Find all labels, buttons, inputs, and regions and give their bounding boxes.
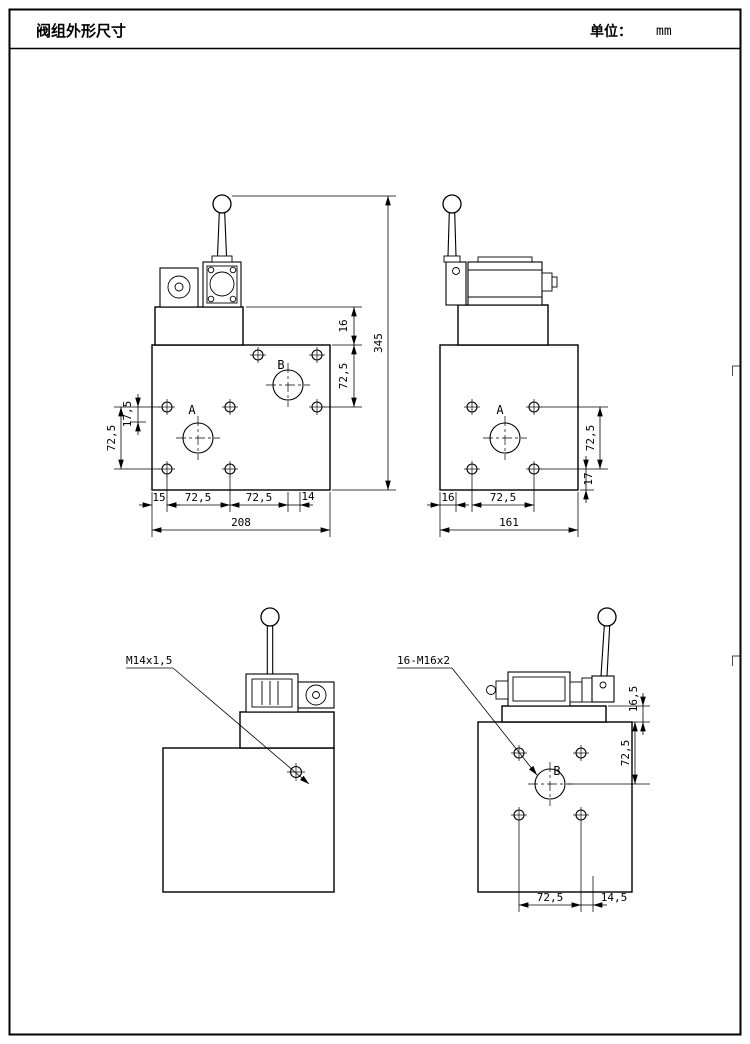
dim-hole-rows: 72,5 — [105, 406, 160, 470]
top-upper-body — [239, 711, 335, 749]
front-mount-plate — [202, 261, 242, 308]
svg-text:17: 17 — [582, 472, 595, 485]
front-coil — [159, 267, 199, 308]
front-main-block — [151, 344, 331, 491]
bolt-hole — [464, 399, 480, 415]
svg-text:17,5: 17,5 — [121, 401, 134, 428]
svg-text:15: 15 — [152, 491, 165, 504]
bolt-hole — [159, 399, 175, 415]
alignment-mark — [732, 365, 741, 376]
svg-text:345: 345 — [372, 333, 385, 353]
rear-port-b-label: B — [553, 764, 560, 778]
side-port-a-label: A — [496, 403, 504, 417]
dim-port-b-offset: 72,5 — [567, 721, 650, 785]
top-main-block — [162, 747, 335, 893]
svg-text:72,5: 72,5 — [537, 891, 564, 904]
svg-text:161: 161 — [499, 516, 519, 529]
thread-label: M14x1,5 — [126, 654, 172, 667]
bolt-hole — [250, 347, 266, 363]
svg-text:208: 208 — [231, 516, 251, 529]
side-solenoid — [467, 256, 558, 306]
bolt-hole — [464, 461, 480, 477]
dim-overall-height: 345 — [232, 195, 396, 491]
front-lever-knob — [212, 194, 232, 214]
page-title: 阀组外形尺寸 — [36, 22, 126, 40]
alignment-mark — [732, 655, 741, 666]
dim-bottom-edge: 17 — [580, 456, 595, 503]
bolt-hole — [222, 399, 238, 415]
svg-text:72,5: 72,5 — [490, 491, 517, 504]
dim-hole-offset: 17,5 — [121, 394, 146, 435]
side-port-a: A — [483, 403, 527, 460]
svg-text:72,5: 72,5 — [584, 425, 597, 452]
bolt-hole — [222, 461, 238, 477]
front-upper-body — [154, 306, 244, 346]
svg-text:14,5: 14,5 — [601, 891, 628, 904]
bolt-hole — [309, 399, 325, 415]
top-lever-knob — [260, 607, 280, 627]
bolt-hole — [526, 461, 542, 477]
dim-bottom-chain: 72,5 14,5 — [518, 823, 628, 912]
bolt-hole — [573, 807, 589, 823]
bolt-hole — [573, 745, 589, 761]
side-main-block — [439, 344, 579, 491]
side-connector — [541, 272, 553, 292]
front-view: B A 345 16 7 — [105, 194, 396, 537]
dim-bottom-chain: 15 72,5 72,5 14 208 — [139, 476, 331, 537]
rear-solenoid — [486, 671, 593, 707]
rear-port-b: B — [528, 762, 572, 806]
front-port-a: A — [176, 403, 220, 460]
rear-connector — [495, 680, 509, 700]
border-alignment-marks — [732, 365, 741, 666]
svg-text:72,5: 72,5 — [185, 491, 212, 504]
dim-bottom-chain: 16 72,5 161 — [427, 477, 579, 537]
bolt-hole — [526, 399, 542, 415]
svg-text:72,5: 72,5 — [337, 363, 350, 390]
rear-lever — [591, 607, 617, 703]
svg-text:72,5: 72,5 — [246, 491, 273, 504]
svg-text:14: 14 — [301, 490, 315, 503]
side-lever — [442, 194, 467, 306]
top-lever — [260, 607, 280, 674]
side-upper-body — [457, 304, 549, 346]
rear-main-block — [477, 721, 633, 893]
bolt-hole — [309, 347, 325, 363]
unit-value: mm — [656, 24, 672, 39]
thread-callout: M14x1,5 — [126, 654, 310, 785]
front-port-b: B — [266, 358, 310, 407]
unit-label: 单位： — [590, 23, 632, 40]
top-thread-port — [287, 763, 305, 781]
svg-text:72,5: 72,5 — [619, 740, 632, 767]
front-lever — [211, 194, 233, 263]
rear-view: B 16-M16x2 16,5 72,5 72, — [397, 607, 650, 912]
svg-text:16: 16 — [337, 319, 350, 332]
thread-callout: 16-M16x2 — [397, 654, 538, 776]
svg-text:16,5: 16,5 — [627, 686, 640, 713]
rear-upper-body — [501, 705, 607, 723]
front-port-a-label: A — [188, 403, 196, 417]
top-view: M14x1,5 — [126, 607, 335, 893]
top-lever-bracket — [245, 673, 299, 713]
dim-hole-rows: 72,5 — [541, 406, 608, 470]
dim-step: 16 — [246, 306, 362, 346]
svg-text:72,5: 72,5 — [105, 425, 118, 452]
dim-port-b-offset: 72,5 — [324, 344, 362, 408]
bolt-hole — [511, 745, 527, 761]
header: 阀组外形尺寸 单位： mm — [36, 22, 672, 40]
front-port-b-label: B — [277, 358, 284, 372]
bolt-hole — [159, 461, 175, 477]
thread-label: 16-M16x2 — [397, 654, 450, 667]
sheet-border — [8, 8, 742, 1036]
side-view: A 72,5 17 16 — [427, 194, 608, 537]
rear-lever-knob — [597, 607, 617, 627]
bolt-hole — [511, 807, 527, 823]
top-coil — [297, 681, 335, 709]
svg-text:16: 16 — [441, 491, 454, 504]
side-lever-knob — [442, 194, 462, 214]
